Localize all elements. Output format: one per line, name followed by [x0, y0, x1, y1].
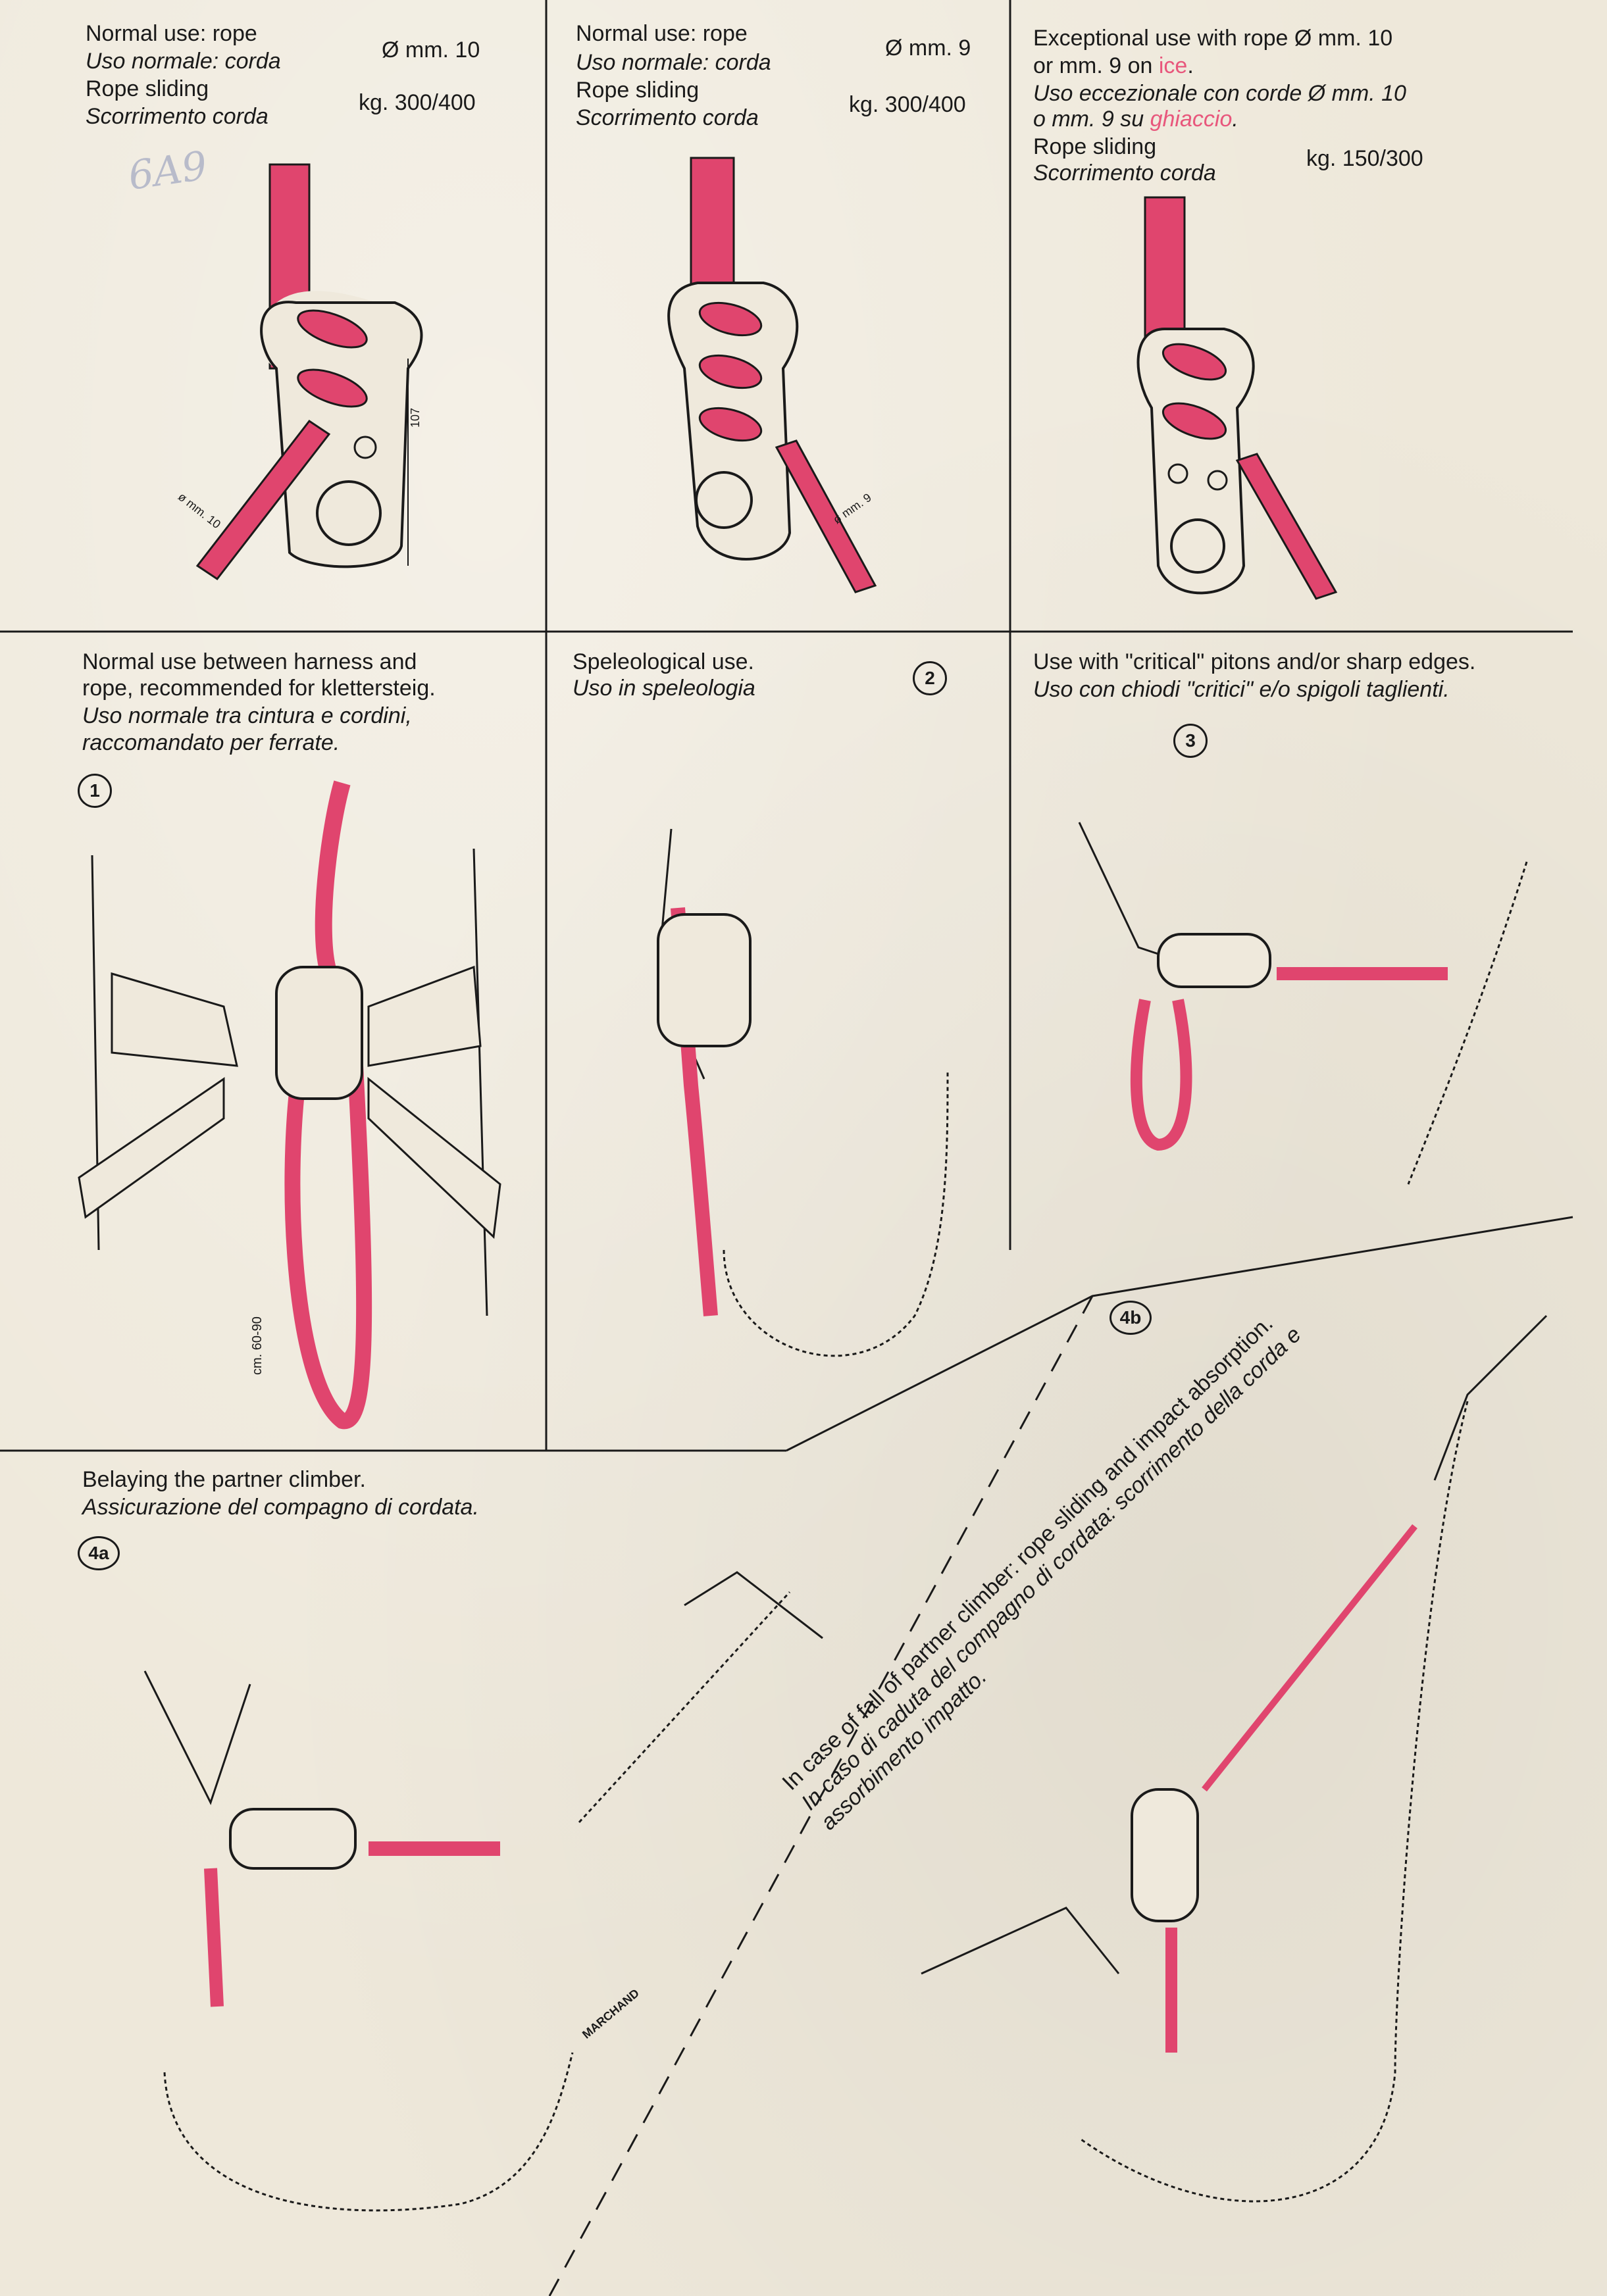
panel1-dim-height: 107 [409, 407, 422, 428]
speleo-illustration [657, 828, 949, 1357]
panel4-l2: rope, recommended for klettersteig. [82, 676, 436, 701]
panel1-l2: Uso normale: corda [86, 49, 281, 74]
panel2-l3: Rope sliding [576, 78, 700, 103]
panel3-l5: Rope sliding [1033, 134, 1157, 159]
panel5-number-badge: 2 [913, 661, 947, 695]
panel2-l4: Scorrimento corda [576, 105, 759, 130]
panel3-load: kg. 150/300 [1306, 146, 1423, 171]
panel2-l2: Uso normale: corda [576, 50, 771, 75]
panel6-l2: Uso con chiodi "critici" e/o spigoli tag… [1033, 677, 1450, 702]
panel3-l2: or mm. 9 on ice. [1033, 53, 1194, 78]
divider-dashed [548, 1295, 1094, 2296]
panel3-l3: Uso eccezionale con corde Ø mm. 10 [1033, 81, 1406, 106]
fall-illustration [921, 1314, 1548, 2203]
panel7-l2: Assicurazione del compagno di cordata. [82, 1495, 479, 1520]
descender-illustration-3 [1136, 196, 1338, 600]
panel4-loop-label: cm. 60-90 [250, 1316, 265, 1375]
panel6-l1: Use with "critical" pitons and/or sharp … [1033, 649, 1476, 674]
descender-illustration-1 [195, 163, 423, 581]
panel7-l1: Belaying the partner climber. [82, 1467, 366, 1492]
panel4-l3: Uso normale tra cintura e cordini, [82, 703, 412, 728]
panel6-number-badge: 3 [1173, 724, 1208, 758]
panel2-diameter: Ø mm. 9 [885, 36, 971, 61]
panel5-l1: Speleological use. [573, 649, 754, 674]
panel4-l4: raccomandato per ferrate. [82, 730, 340, 755]
panel5-l2: Uso in speleologia [573, 676, 755, 701]
panel4-number-badge: 1 [78, 774, 112, 808]
panel2-load: kg. 300/400 [849, 92, 966, 117]
panel3-l6: Scorrimento corda [1033, 161, 1216, 186]
belay-illustration [143, 1571, 823, 2212]
critical-pitons-illustration [1078, 822, 1528, 1185]
panel3-l4: o mm. 9 su ghiaccio. [1033, 107, 1238, 132]
panel7-number-badge: 4a [78, 1536, 120, 1570]
panel2-l1: Normal use: rope [576, 21, 748, 46]
panel1-l1: Normal use: rope [86, 21, 257, 46]
panel8-number-badge: 4b [1110, 1301, 1152, 1335]
panel1-l3: Rope sliding [86, 76, 209, 101]
panel1-load: kg. 300/400 [359, 90, 476, 115]
panel4-l1: Normal use between harness and [82, 649, 417, 674]
harness-illustration [78, 780, 501, 1430]
panel1-diameter: Ø mm. 10 [382, 37, 480, 62]
panel1-l4: Scorrimento corda [86, 104, 268, 129]
panel3-l1: Exceptional use with rope Ø mm. 10 [1033, 26, 1393, 51]
descender-illustration-2 [667, 157, 877, 593]
